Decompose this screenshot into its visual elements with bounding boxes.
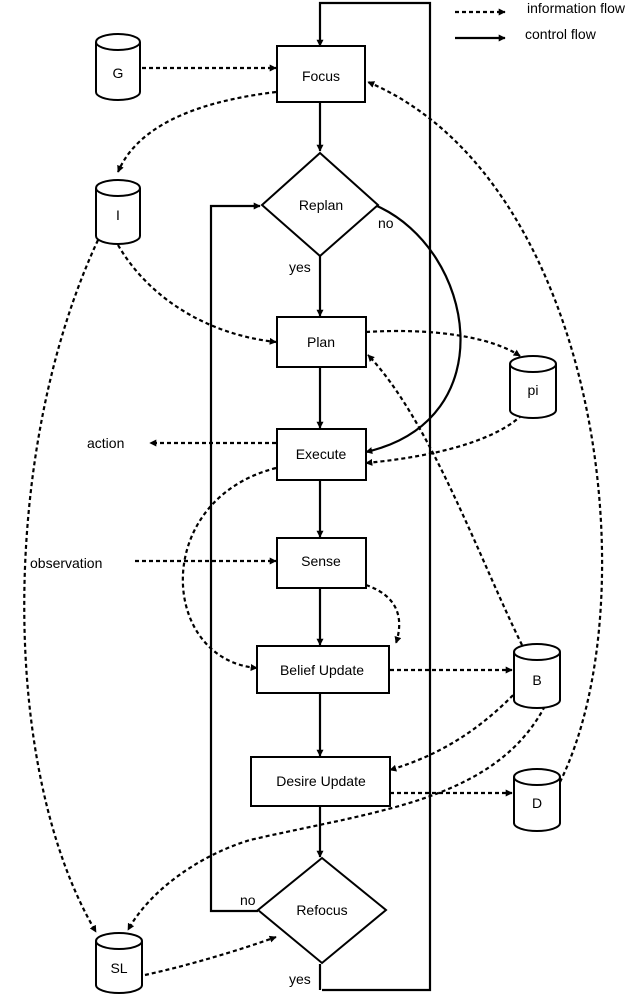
replan-no-label: no xyxy=(378,215,394,231)
info-i-sl xyxy=(23,239,99,933)
info-d-focus xyxy=(367,80,604,783)
node-sense: Sense xyxy=(276,537,367,589)
node-sense-label: Sense xyxy=(301,553,341,569)
node-desire-update: Desire Update xyxy=(250,756,391,807)
info-plan-pi xyxy=(365,329,521,357)
edge-replan-no-execute xyxy=(365,204,462,454)
node-replan-label: Replan xyxy=(299,197,343,213)
node-execute: Execute xyxy=(276,428,367,481)
store-i: I xyxy=(95,179,141,245)
store-sl-label: SL xyxy=(110,960,127,976)
store-d: D xyxy=(513,768,561,832)
node-plan-label: Plan xyxy=(307,334,335,350)
node-belief-update-label: Belief Update xyxy=(280,662,364,678)
legend: information flow control flow xyxy=(455,0,626,42)
node-replan: Replan xyxy=(260,151,380,258)
outer-loop-edge xyxy=(316,1,432,992)
store-b: B xyxy=(513,643,561,709)
info-sense-belief xyxy=(365,583,402,644)
info-sl-refocus xyxy=(144,935,277,977)
legend-information-flow-label: information flow xyxy=(527,0,626,16)
node-execute-label: Execute xyxy=(296,446,347,462)
info-execute-belief xyxy=(181,466,277,671)
store-pi-label: pi xyxy=(528,382,539,398)
external-observation-label: observation xyxy=(30,555,102,571)
info-i-plan xyxy=(117,244,277,345)
refocus-yes-label: yes xyxy=(289,971,311,987)
refocus-no-label: no xyxy=(240,892,256,908)
node-focus-label: Focus xyxy=(302,68,340,84)
node-refocus: Refocus xyxy=(256,856,388,965)
node-focus: Focus xyxy=(276,45,366,103)
info-b-sl xyxy=(127,699,549,931)
store-g: G xyxy=(95,33,141,101)
legend-control-flow-label: control flow xyxy=(525,26,597,42)
store-d-label: D xyxy=(532,795,542,811)
store-g-label: G xyxy=(113,65,124,81)
store-i-label: I xyxy=(116,207,120,223)
refocus-no-edge xyxy=(209,202,261,913)
replan-yes-label: yes xyxy=(289,259,311,275)
store-b-label: B xyxy=(532,672,541,688)
node-plan: Plan xyxy=(276,316,367,368)
info-pi-execute xyxy=(365,414,523,466)
external-action-label: action xyxy=(87,435,124,451)
store-pi: pi xyxy=(509,355,557,419)
info-b-desire xyxy=(389,689,519,772)
node-belief-update: Belief Update xyxy=(256,645,390,694)
info-focus-i xyxy=(116,90,277,173)
node-refocus-label: Refocus xyxy=(296,902,347,918)
store-sl: SL xyxy=(95,932,143,994)
node-desire-update-label: Desire Update xyxy=(276,773,366,789)
